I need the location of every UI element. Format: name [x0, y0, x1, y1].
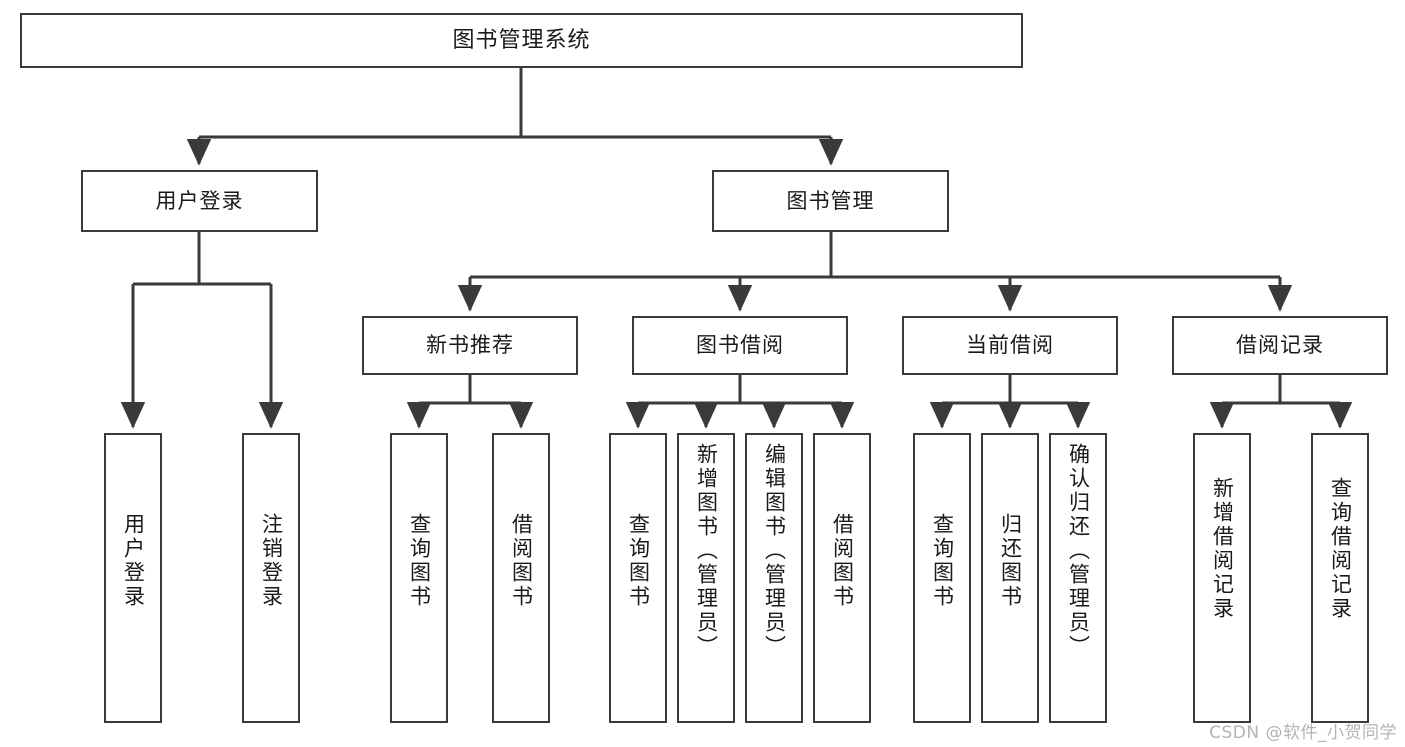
- node-new-book-recommend[interactable]: 新书推荐: [362, 316, 578, 375]
- node-current-borrow[interactable]: 当前借阅: [902, 316, 1118, 375]
- node-borrow-record[interactable]: 借阅记录: [1172, 316, 1388, 375]
- node-user-login-label: 用户登录: [155, 188, 244, 213]
- node-leaf-borrow-record-add[interactable]: 新增借阅记录: [1193, 433, 1251, 723]
- node-leaf-current-borrow-return[interactable]: 归还图书: [981, 433, 1039, 723]
- node-root[interactable]: 图书管理系统: [20, 13, 1023, 68]
- watermark: CSDN @软件_小贺同学: [1209, 723, 1397, 743]
- node-leaf-user-login-logout[interactable]: 注销登录: [242, 433, 300, 723]
- node-leaf-book-borrow-add[interactable]: 新增图书（管理员）: [677, 433, 735, 723]
- node-borrow-record-label: 借阅记录: [1236, 333, 1324, 358]
- node-leaf-user-login-logout-label: 注销登录: [259, 513, 284, 609]
- node-leaf-book-borrow-edit[interactable]: 编辑图书（管理员）: [745, 433, 803, 723]
- node-book-management[interactable]: 图书管理: [712, 170, 949, 232]
- node-leaf-borrow-record-query[interactable]: 查询借阅记录: [1311, 433, 1369, 723]
- node-leaf-current-borrow-query-label: 查询图书: [930, 513, 955, 609]
- node-leaf-user-login-login-label: 用户登录: [121, 513, 146, 609]
- node-leaf-book-borrow-borrow-label: 借阅图书: [830, 513, 855, 609]
- node-leaf-current-borrow-return-label: 归还图书: [998, 513, 1023, 609]
- node-current-borrow-label: 当前借阅: [966, 333, 1054, 358]
- node-leaf-new-book-query[interactable]: 查询图书: [390, 433, 448, 723]
- node-leaf-book-borrow-edit-label: 编辑图书（管理员）: [762, 443, 787, 659]
- node-leaf-borrow-record-add-label: 新增借阅记录: [1210, 477, 1235, 621]
- node-book-borrow[interactable]: 图书借阅: [632, 316, 848, 375]
- node-leaf-new-book-borrow[interactable]: 借阅图书: [492, 433, 550, 723]
- node-book-borrow-label: 图书借阅: [696, 333, 784, 358]
- node-leaf-borrow-record-query-label: 查询借阅记录: [1328, 477, 1353, 621]
- node-leaf-user-login-login[interactable]: 用户登录: [104, 433, 162, 723]
- node-leaf-new-book-query-label: 查询图书: [407, 513, 432, 609]
- node-leaf-current-borrow-confirm-label: 确认归还（管理员）: [1066, 443, 1091, 659]
- node-leaf-book-borrow-borrow[interactable]: 借阅图书: [813, 433, 871, 723]
- node-leaf-current-borrow-confirm[interactable]: 确认归还（管理员）: [1049, 433, 1107, 723]
- node-leaf-new-book-borrow-label: 借阅图书: [509, 513, 534, 609]
- node-leaf-book-borrow-query[interactable]: 查询图书: [609, 433, 667, 723]
- node-root-label: 图书管理系统: [452, 27, 591, 53]
- node-leaf-book-borrow-query-label: 查询图书: [626, 513, 651, 609]
- node-book-management-label: 图书管理: [786, 188, 875, 213]
- node-leaf-book-borrow-add-label: 新增图书（管理员）: [694, 443, 719, 659]
- node-new-book-recommend-label: 新书推荐: [426, 333, 514, 358]
- node-leaf-current-borrow-query[interactable]: 查询图书: [913, 433, 971, 723]
- node-user-login[interactable]: 用户登录: [81, 170, 318, 232]
